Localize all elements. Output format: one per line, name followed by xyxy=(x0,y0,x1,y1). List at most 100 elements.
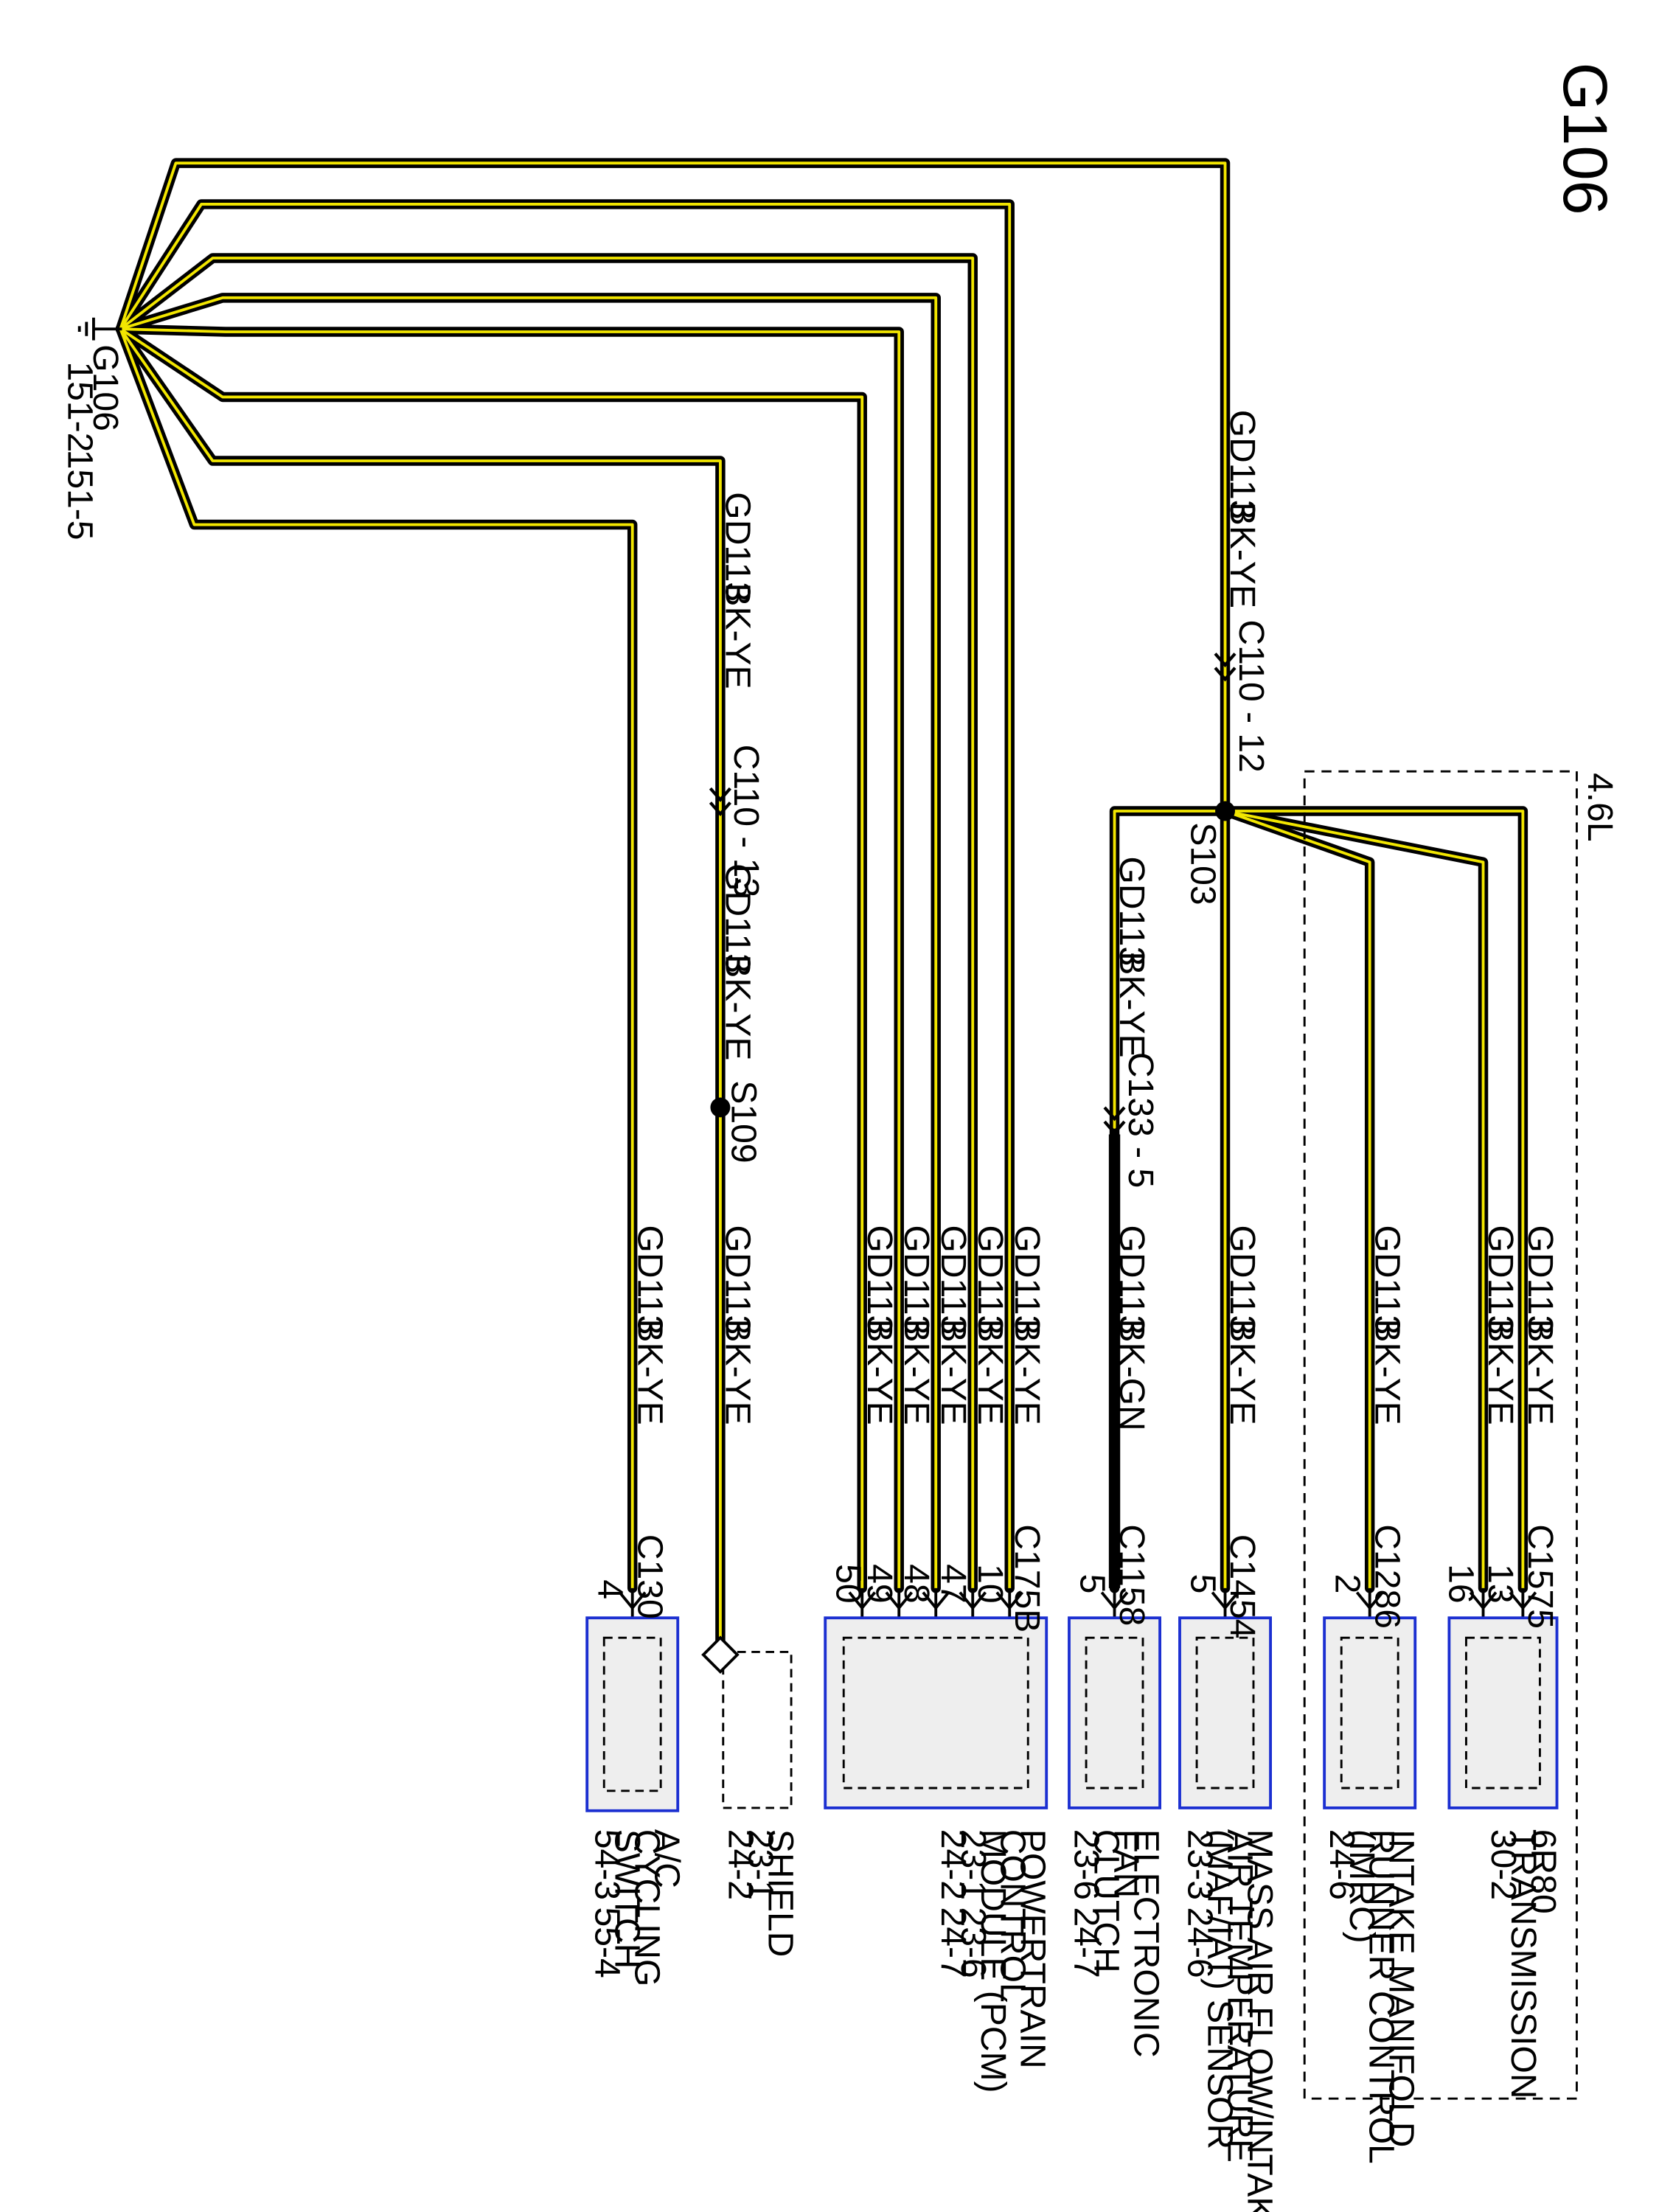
component-imrc-ref: 24-6 xyxy=(1322,1829,1362,1900)
connector-c175b-label: C175B xyxy=(1007,1524,1047,1632)
component-pcm-name: CONTROL xyxy=(993,1829,1033,2003)
wire-circuit-label: GD113 xyxy=(718,492,758,602)
wire-color-label: BK-YE xyxy=(1481,1318,1520,1425)
connector-c1158-label: C1158 xyxy=(1112,1524,1152,1626)
component-fan-ref: 23-6 xyxy=(1067,1829,1107,1900)
component-fan-box xyxy=(1068,1616,1162,1809)
component-pcm-box xyxy=(824,1616,1048,1809)
component-maf-name: MASS AIR FLOW/INTAKE xyxy=(1239,1829,1279,2212)
wires xyxy=(115,158,1528,1658)
component-fan-name: FAN xyxy=(1107,1829,1147,1898)
component-shield-name: SHIELD xyxy=(760,1829,800,1958)
wire-color-label: BK-YE xyxy=(1367,1318,1407,1425)
pin-number: 48 xyxy=(897,1564,936,1603)
connector-c1286-label: C1286 xyxy=(1367,1524,1407,1629)
wire-color-label: BK-YE xyxy=(1222,1318,1262,1425)
component-shield-ref: 24-2 xyxy=(720,1829,760,1900)
variant-label: 4.6L xyxy=(1580,773,1620,842)
shield-termination-icon xyxy=(701,1635,740,1674)
pin-number: 4 xyxy=(591,1579,630,1599)
connector-c1575-label: C1575 xyxy=(1520,1524,1560,1629)
wire-color-label: BK-YE xyxy=(970,1318,1010,1425)
wire-to-pcm-49 xyxy=(115,324,904,1593)
pin-number: 10 xyxy=(970,1564,1010,1603)
component-ac-name: A/C xyxy=(647,1829,686,1888)
wire-color-label: BK-YE xyxy=(630,1318,669,1425)
wire-circuit-label: GD113 xyxy=(1367,1225,1407,1335)
labels: G106 4.6L G106 151-2 151-5 S103 S109 C11… xyxy=(60,63,1621,2212)
ground-symbol-icon xyxy=(77,317,122,341)
pin-number: 16 xyxy=(1441,1564,1481,1603)
wire-circuit-label: GD113 xyxy=(1481,1225,1520,1335)
wire-circuit-label: GD113 xyxy=(970,1225,1010,1335)
inline-c110-12-label: C110 - 12 xyxy=(1231,619,1271,773)
component-maf-ref: 23-3 xyxy=(1180,1829,1220,1900)
component-maf-box xyxy=(1178,1616,1273,1809)
component-ac-name: SWITCH xyxy=(608,1829,647,1969)
wire-color-label: BK-YE xyxy=(860,1318,900,1425)
connector-c1454-label: C1454 xyxy=(1222,1534,1262,1639)
wire-to-pcm-48 xyxy=(115,293,941,1593)
wire-color-label: BK-YE xyxy=(718,1318,758,1425)
component-trans-name: TRANSMISSION xyxy=(1503,1829,1543,2099)
wire-color-label: BK-YE xyxy=(897,1318,936,1425)
wire-color-label: BK-YE xyxy=(1520,1318,1560,1425)
wire-color-label: BK-GN xyxy=(1112,1318,1152,1430)
wire-color-label: BK-YE xyxy=(1007,1318,1047,1425)
wire-circuit-label: GD113 xyxy=(718,1225,758,1335)
component-fan-ref: 24-7 xyxy=(1067,1907,1107,1978)
component-pcm-ref: 23-6 xyxy=(953,1907,993,1978)
variant-4-6l-outline xyxy=(1303,770,1578,2100)
component-trans-ref: 30-2 xyxy=(1484,1829,1523,1900)
pin-number: 13 xyxy=(1481,1564,1520,1603)
component-trans-name: 6R80 xyxy=(1523,1829,1563,1914)
wire-circuit-label: GD113 xyxy=(630,1225,669,1335)
wire-s103-to-imrc xyxy=(1220,806,1375,1593)
pin-number: 47 xyxy=(933,1564,973,1603)
wire-s103-to-trans-16 xyxy=(1220,806,1489,1593)
component-pcm-name: MODULE (PCM) xyxy=(973,1829,1013,2093)
wire-circuit-label: GD113 xyxy=(933,1225,973,1335)
wire-color-label: BK-YE xyxy=(1222,502,1262,608)
splice-s103-label: S103 xyxy=(1183,822,1222,905)
wire-color-label: BK-YE xyxy=(933,1318,973,1425)
ground-ref-2: 151-5 xyxy=(60,450,100,540)
component-ac-box xyxy=(585,1616,680,1812)
splice-s109-label: S109 xyxy=(723,1080,763,1163)
pin-number: 5 xyxy=(1183,1574,1222,1594)
wire-to-ac-switch xyxy=(115,324,638,1593)
wire-circuit-label: GD113 xyxy=(1112,857,1152,967)
ground-name: G106 xyxy=(86,344,125,431)
wire-color-label: BK-YE xyxy=(718,582,758,689)
wire-circuit-label: GD113 xyxy=(860,1225,900,1335)
component-pcm-ref: 24-7 xyxy=(933,1907,973,1978)
component-ac-ref: 54-3 xyxy=(588,1829,627,1900)
wire-circuit-label: GD113 xyxy=(1222,410,1262,520)
component-maf-name: (MAF/IAT) SENSOR xyxy=(1200,1829,1239,2149)
pin-number: 49 xyxy=(860,1564,900,1603)
component-ac-ref: 55-4 xyxy=(588,1907,627,1978)
connector-c130-label: C130 xyxy=(630,1534,669,1619)
component-imrc-name: INTAKE MANIFOLD xyxy=(1382,1829,1422,2148)
wire-circuit-label: GD113 xyxy=(897,1225,936,1335)
component-pcm-ref: 24-2 xyxy=(933,1829,973,1900)
component-imrc-box xyxy=(1323,1616,1417,1809)
pin-number: 50 xyxy=(829,1564,869,1603)
page-title: G106 xyxy=(1551,63,1621,215)
component-fan-name: ELECTRONIC xyxy=(1126,1829,1166,2058)
component-fan-name: CLUTCH xyxy=(1087,1829,1127,1973)
component-boxes xyxy=(585,1616,1559,1812)
inline-c133-5-label: C133 - 5 xyxy=(1121,1052,1161,1188)
component-ac-name: CYCLING xyxy=(627,1829,667,1987)
component-imrc-name: (IMRC) xyxy=(1342,1829,1382,1944)
wire-circuit-label: GD113 xyxy=(1112,1225,1152,1335)
component-pcm-name: POWERTRAIN xyxy=(1013,1829,1053,2069)
component-pcm-ref: 23-1 xyxy=(953,1829,993,1900)
component-maf-ref: 24-6 xyxy=(1180,1907,1220,1978)
wire-color-label: BK-YE xyxy=(1112,951,1152,1057)
pin-number: 5 xyxy=(1072,1574,1112,1594)
component-maf-name: AIR TEMPERATURE xyxy=(1220,1829,1259,2163)
component-shield-ref: 23-1 xyxy=(740,1829,780,1900)
splice-s109-icon xyxy=(710,1097,731,1118)
